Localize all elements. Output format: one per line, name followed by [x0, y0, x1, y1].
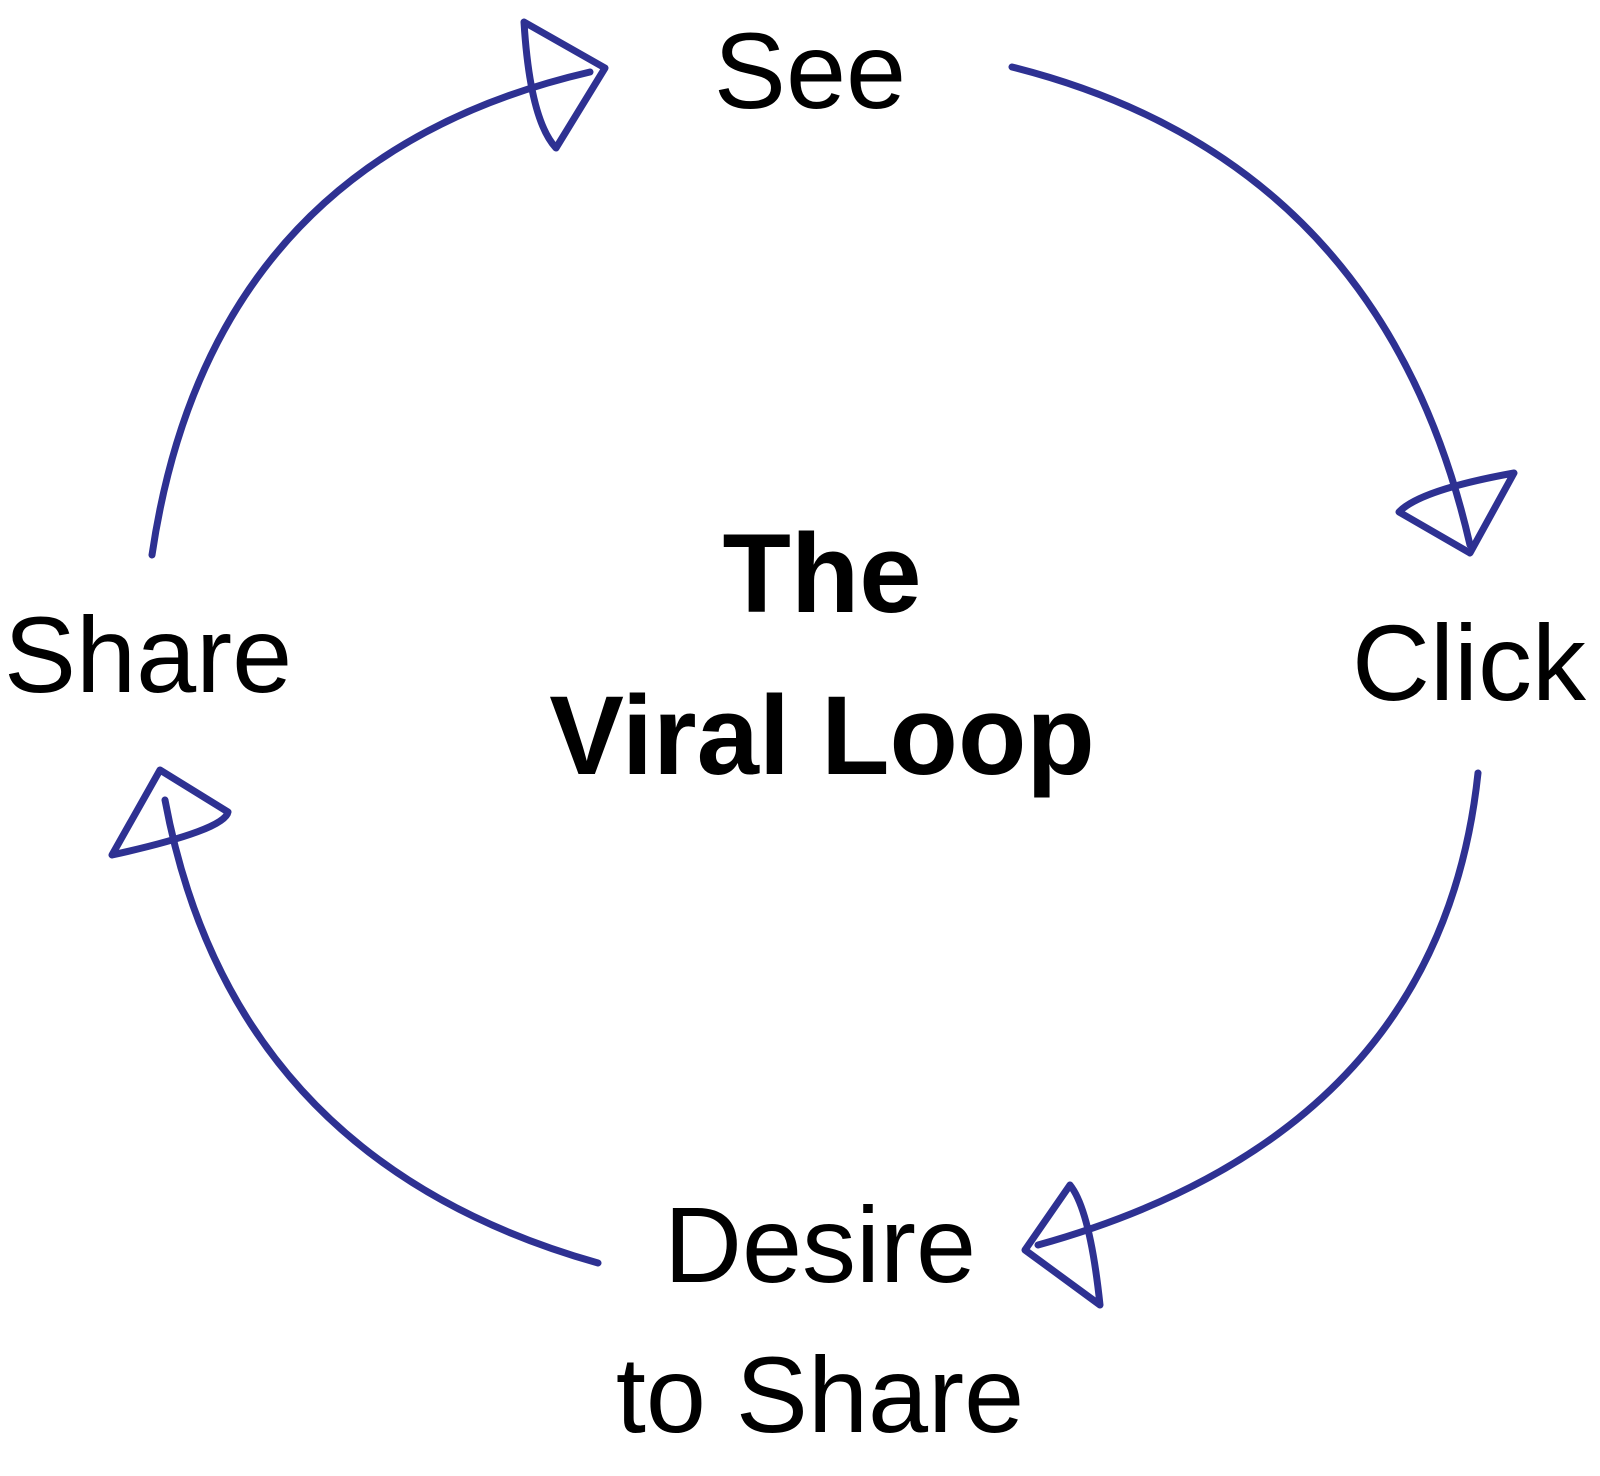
arrow-head-see [520, 18, 609, 152]
arc-share-to-see [148, 68, 594, 559]
node-see: See [714, 10, 906, 131]
node-share: Share [4, 594, 292, 715]
arrow-head-share [108, 766, 232, 859]
diagram-title-line1: The [722, 511, 921, 636]
arc-see-to-click [1008, 63, 1474, 549]
arc-click-to-desire [1034, 769, 1482, 1249]
node-click: Click [1352, 602, 1587, 723]
arrow-head-desire [1021, 1181, 1104, 1309]
node-desire-line1: Desire [664, 1184, 976, 1305]
arrow-head-click [1395, 469, 1518, 557]
node-desire-line2: to Share [616, 1334, 1024, 1455]
arc-desire-to-share [161, 796, 602, 1267]
diagram-title-line2: Viral Loop [549, 673, 1095, 798]
